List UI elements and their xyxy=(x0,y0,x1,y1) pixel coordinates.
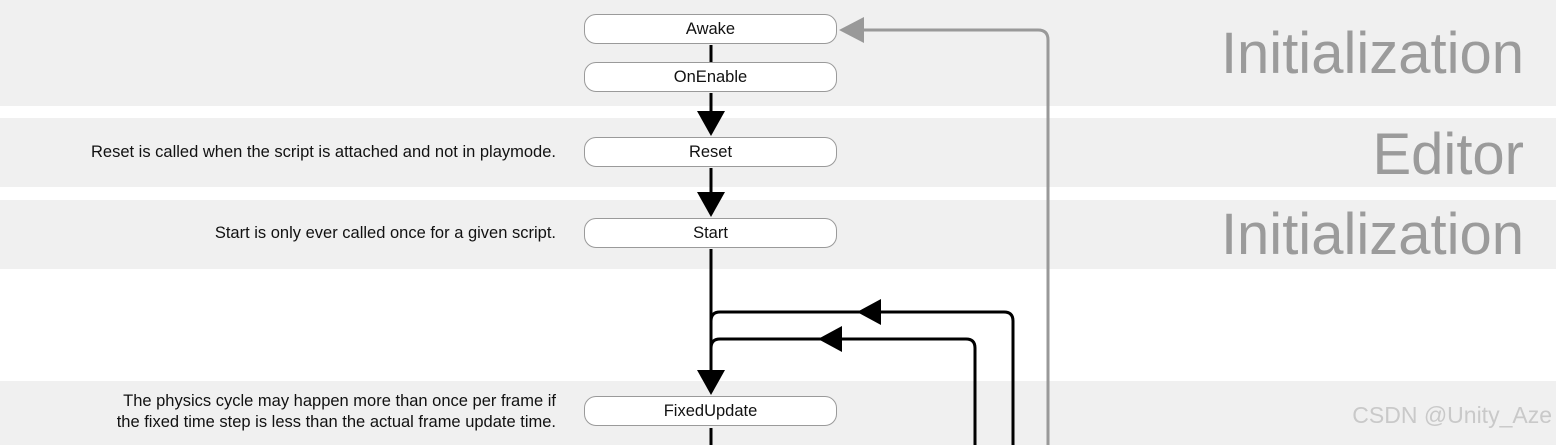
fixedupdate-node[interactable]: FixedUpdate xyxy=(584,396,837,426)
onenable-node[interactable]: OnEnable xyxy=(584,62,837,92)
reset-note: Reset is called when the script is attac… xyxy=(90,143,556,161)
section-label-initialization-2: Initialization xyxy=(1220,202,1524,267)
start-note: Start is only ever called once for a giv… xyxy=(214,224,556,242)
arrow-to-awake xyxy=(839,17,864,43)
arrow-loop-inner xyxy=(818,326,842,352)
arrow-to-reset xyxy=(697,111,725,136)
physics-note: The physics cycle may happen more than o… xyxy=(117,391,556,433)
reenable-loop-line xyxy=(858,28,1050,445)
arrow-loop-outer xyxy=(857,299,881,325)
watermark: CSDN @Unity_Aze xyxy=(1352,402,1552,428)
physics-note-line2: the fixed time step is less than the act… xyxy=(116,413,556,431)
physics-loop-inner xyxy=(709,337,977,445)
start-node[interactable]: Start xyxy=(584,218,837,248)
reset-node[interactable]: Reset xyxy=(584,137,837,167)
arrow-to-start xyxy=(697,192,725,217)
awake-node[interactable]: Awake xyxy=(584,14,837,44)
section-label-editor: Editor xyxy=(1372,122,1524,187)
section-label-initialization: Initialization xyxy=(1220,21,1524,86)
physics-note-line1: The physics cycle may happen more than o… xyxy=(123,392,556,410)
arrow-to-fixedupdate xyxy=(697,370,725,395)
